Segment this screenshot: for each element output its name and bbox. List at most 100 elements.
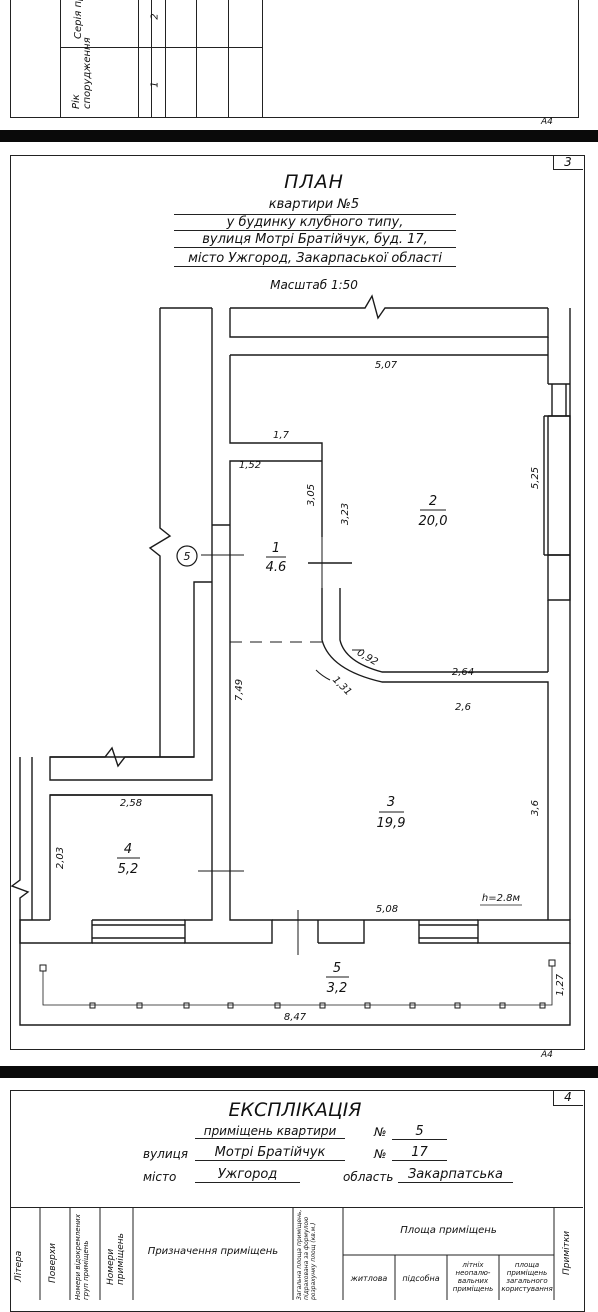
post-9 (364, 1002, 371, 1009)
expl-street-label: вулиця (143, 1147, 189, 1161)
plan-page-number: 3 (564, 155, 572, 169)
separator-bar-2 (0, 1066, 598, 1078)
plan-scale: Масштаб 1:50 (270, 278, 358, 292)
expl-street-value: Мотрі Братійчук (195, 1145, 345, 1161)
room3-number: 3 (387, 795, 395, 810)
room2-inner (229, 354, 549, 700)
dim-36: 3,6 (530, 800, 541, 816)
expl-house-no-label: № (374, 1147, 387, 1161)
balcony-rail (42, 966, 553, 1006)
expl-premises-no-label: № (374, 1125, 387, 1139)
top-grid-line-5 (196, 0, 197, 117)
top-grid-right-line (262, 0, 263, 117)
dim-508: 5,08 (376, 904, 398, 915)
top-grid-line-3 (151, 0, 152, 117)
room1-area: 4.6 (266, 560, 287, 575)
dim-152: 1,52 (239, 460, 261, 471)
dim-26: 2,6 (455, 702, 471, 713)
post-10 (409, 1002, 416, 1009)
expl-premises-label: приміщень квартири (195, 1124, 345, 1139)
bottom-window-left (92, 919, 185, 944)
expl-page-number-box (553, 1090, 583, 1106)
post-5 (183, 1002, 190, 1009)
room5-number: 5 (333, 961, 341, 976)
plan-subtitle-2: у будинку клубного типу, (174, 214, 456, 231)
post-13 (539, 1002, 546, 1009)
expl-city-value: Ужгород (195, 1167, 300, 1183)
col-notes: Примітки (562, 1230, 572, 1275)
dim-525: 5,25 (530, 467, 541, 489)
post-11 (454, 1002, 461, 1009)
top-grid-line-4 (165, 0, 166, 117)
dim-203: 2,03 (55, 847, 66, 869)
separator-bar-1 (0, 130, 598, 142)
room2-area: 20,0 (419, 514, 448, 529)
room3-area: 19,9 (377, 816, 406, 831)
top-wall (229, 308, 549, 338)
plan-subtitle-3: вулиця Мотрі Братійчук, буд. 17, (174, 232, 456, 248)
expl-premises-no: 5 (392, 1124, 447, 1140)
expl-page-number: 4 (564, 1090, 572, 1104)
dim-507: 5,07 (375, 360, 398, 371)
col-area-group: Площа приміщень (400, 1225, 497, 1236)
right-window-glass (544, 415, 570, 556)
plan-page-number-box (553, 155, 583, 170)
explication-sheet (10, 1090, 585, 1312)
top-format-label: А4 (541, 117, 553, 127)
room2-number: 2 (429, 494, 437, 509)
expl-title: ЕКСПЛІКАЦІЯ (228, 1099, 362, 1121)
col-room-numbers: Номери приміщень (106, 1233, 126, 1285)
post-8 (319, 1002, 326, 1009)
plan-title: ПЛАН (284, 171, 344, 193)
post-3 (89, 1002, 96, 1009)
top-grid-line-6 (228, 0, 229, 117)
dim-258: 2,58 (120, 798, 142, 809)
expl-region-value: Закарпатська (398, 1167, 513, 1183)
col-litera: Літера (14, 1250, 24, 1282)
expl-city-label: місто (143, 1170, 177, 1184)
room4-number: 4 (124, 842, 132, 857)
post-7 (274, 1002, 281, 1009)
dim-305: 3,05 (306, 484, 317, 506)
dim-749: 7,49 (234, 679, 245, 701)
room1-number: 1 (272, 541, 280, 556)
top-grid-line-2 (138, 0, 139, 117)
col-common: площа приміщень загального користування (501, 1261, 553, 1293)
dim-847: 8,47 (284, 1012, 307, 1023)
top-sheet-fragment: Серія проекту 2 Рік спорудження 1 (10, 0, 579, 118)
break-line-bottom-left (10, 757, 30, 943)
dim-264: 2,64 (452, 667, 474, 678)
dim-17: 1,7 (273, 430, 290, 441)
plan-format-label: А4 (541, 1050, 553, 1060)
post-6 (227, 1002, 234, 1009)
expl-region-label: область (343, 1170, 394, 1184)
room2-curve-inner (339, 588, 548, 673)
post-12 (499, 1002, 506, 1009)
col-total-area: Загальна площа приміщень, підрахована за… (296, 1209, 317, 1300)
room4-area: 5,2 (118, 862, 139, 877)
col-floors: Поверхи (48, 1242, 58, 1283)
expl-house-no: 17 (392, 1145, 447, 1161)
col-living: житлова (350, 1274, 388, 1283)
dim-127: 1,27 (555, 973, 566, 996)
axis-marker-label: 5 (184, 550, 191, 563)
break-line-top (230, 294, 548, 320)
top-grid-hline (60, 47, 262, 48)
arc-mark (315, 669, 331, 681)
expl-table-top (10, 1207, 583, 1208)
plan-sheet (10, 155, 585, 1050)
col-summer: літніх неопалю-вальних приміщень (452, 1261, 494, 1293)
top-grid-left-line (60, 0, 61, 117)
post-4 (136, 1002, 143, 1009)
plan-subtitle-1: квартири №5 (268, 197, 360, 212)
col-purpose: Призначення приміщень (147, 1246, 279, 1257)
room5-area: 3,2 (327, 981, 348, 996)
col-auxiliary: підсобна (402, 1274, 440, 1283)
room2-left-wall (211, 308, 322, 582)
break-line-left (148, 308, 172, 757)
height-note: h=2.8м (482, 893, 521, 904)
col-groups: Номери відокремлених груп приміщень (74, 1214, 90, 1300)
dim-323: 3,23 (340, 503, 351, 525)
